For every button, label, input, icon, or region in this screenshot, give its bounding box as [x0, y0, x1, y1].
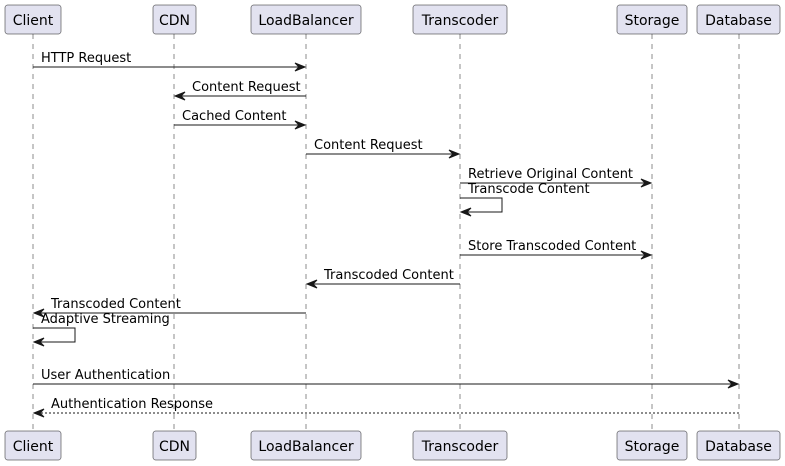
- participant-label: LoadBalancer: [258, 439, 353, 455]
- participant-label: Transcoder: [421, 439, 499, 455]
- participant-box: [152, 430, 197, 461]
- arrowhead: [32, 408, 45, 418]
- participant-label: CDN: [159, 439, 190, 455]
- message-label: Content Request: [314, 138, 423, 153]
- message-label: Store Transcoded Content: [468, 239, 636, 254]
- participant-box: [696, 4, 781, 35]
- participants: ClientClientCDNCDNLoadBalancerLoadBalanc…: [4, 4, 781, 461]
- participant-label: Database: [705, 439, 772, 455]
- participant-box: [152, 4, 197, 35]
- arrowhead: [294, 62, 307, 72]
- participant-cdn-top: CDN: [152, 4, 197, 35]
- message-label: Transcode Content: [467, 182, 590, 197]
- message-12: Authentication Response: [32, 397, 739, 418]
- arrowhead: [32, 308, 45, 318]
- participant-loadbalancer-top: LoadBalancer: [250, 4, 362, 35]
- participant-label: Storage: [625, 439, 680, 455]
- participant-database-top: Database: [696, 4, 781, 35]
- participant-label: Database: [705, 13, 772, 29]
- message-2: Content Request: [173, 80, 306, 101]
- participant-box: [696, 430, 781, 461]
- message-line: [460, 197, 503, 213]
- message-9: Transcoded Content: [32, 297, 306, 318]
- participant-label: Client: [13, 439, 54, 455]
- arrowhead: [32, 337, 45, 347]
- participant-transcoder-bottom: Transcoder: [412, 430, 508, 461]
- participant-label: Transcoder: [421, 13, 499, 29]
- participant-label: Client: [13, 13, 54, 29]
- participant-label: Storage: [625, 13, 680, 29]
- participant-client-bottom: Client: [4, 430, 62, 461]
- message-10: Adaptive Streaming: [32, 312, 170, 347]
- message-label: Transcoded Content: [50, 297, 181, 312]
- participant-transcoder-top: Transcoder: [412, 4, 508, 35]
- participant-storage-top: Storage: [616, 4, 688, 35]
- message-label: User Authentication: [41, 368, 170, 383]
- participant-cdn-bottom: CDN: [152, 430, 197, 461]
- message-4: Content Request: [306, 138, 461, 159]
- arrowhead: [294, 120, 307, 130]
- arrowhead: [448, 149, 461, 159]
- message-5: Retrieve Original Content: [460, 167, 653, 188]
- message-6: Transcode Content: [459, 182, 590, 217]
- arrowhead: [640, 250, 653, 260]
- arrowhead: [305, 279, 318, 289]
- participant-box: [250, 430, 362, 461]
- participant-loadbalancer-bottom: LoadBalancer: [250, 430, 362, 461]
- message-label: Retrieve Original Content: [468, 167, 633, 182]
- participant-client-top: Client: [4, 4, 62, 35]
- participant-label: CDN: [159, 13, 190, 29]
- message-line: [33, 327, 76, 343]
- participant-storage-bottom: Storage: [616, 430, 688, 461]
- participant-box: [616, 4, 688, 35]
- arrowhead: [173, 91, 186, 101]
- message-7: Store Transcoded Content: [460, 239, 653, 260]
- participant-box: [616, 430, 688, 461]
- participant-database-bottom: Database: [696, 430, 781, 461]
- arrowhead: [459, 207, 472, 217]
- arrowhead: [727, 379, 740, 389]
- participant-box: [4, 430, 62, 461]
- message-11: User Authentication: [33, 368, 740, 389]
- message-3: Cached Content: [174, 109, 307, 130]
- message-1: HTTP Request: [33, 51, 307, 72]
- message-label: Authentication Response: [51, 397, 213, 412]
- lifelines: [32, 34, 740, 431]
- participant-box: [412, 4, 508, 35]
- message-label: Transcoded Content: [323, 268, 454, 283]
- participant-label: LoadBalancer: [258, 13, 353, 29]
- message-label: HTTP Request: [41, 51, 131, 66]
- message-label: Cached Content: [182, 109, 287, 124]
- message-label: Adaptive Streaming: [41, 312, 170, 327]
- message-label: Content Request: [192, 80, 301, 95]
- participant-box: [250, 4, 362, 35]
- arrowhead: [640, 178, 653, 188]
- message-8: Transcoded Content: [305, 268, 460, 289]
- participant-box: [4, 4, 62, 35]
- participant-box: [412, 430, 508, 461]
